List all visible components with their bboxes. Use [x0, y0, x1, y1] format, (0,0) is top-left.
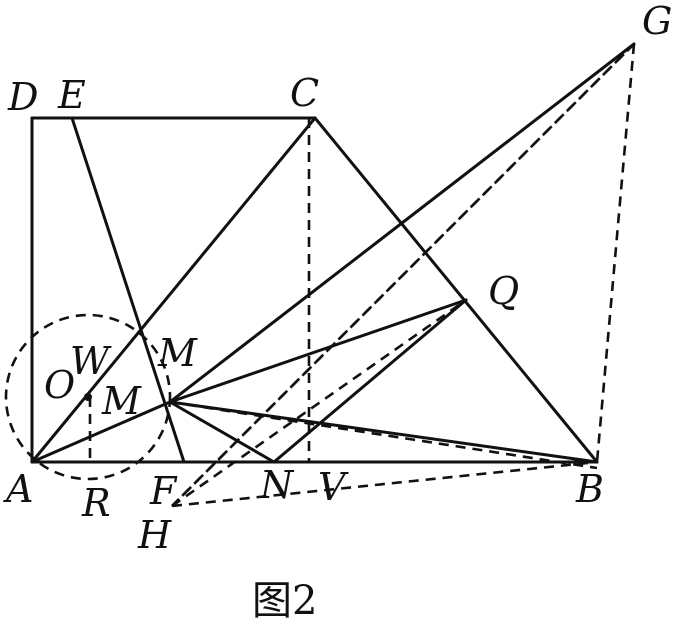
- segment-nq: [272, 298, 468, 464]
- label-r: R: [81, 481, 111, 525]
- label-f: F: [149, 469, 178, 513]
- segment-am: [30, 400, 172, 464]
- label-m-inner: M: [101, 379, 142, 423]
- label-a: A: [3, 467, 33, 511]
- segment-hq: [171, 298, 467, 508]
- segment-ac: [30, 116, 317, 464]
- segment-gb: [595, 43, 636, 463]
- segment-hb: [171, 460, 598, 508]
- segment-mn: [168, 400, 276, 464]
- point-labels: D E C G Q M W O M A R F N V B H: [3, 0, 672, 557]
- segment-cb: [313, 116, 599, 464]
- figure-caption: 图2: [252, 578, 317, 624]
- segment-mb-dash: [169, 400, 598, 470]
- dashed-lines: [88, 43, 636, 508]
- point-o: [84, 393, 92, 401]
- label-h: H: [137, 513, 172, 557]
- label-q: Q: [488, 269, 519, 313]
- label-v: V: [318, 465, 349, 509]
- label-e: E: [57, 73, 86, 117]
- label-w: W: [70, 339, 112, 383]
- label-o: O: [44, 363, 75, 407]
- circle-o: [4, 313, 172, 481]
- label-m-top: M: [157, 331, 198, 375]
- segment-mb: [168, 400, 599, 464]
- segment-hg-steep: [171, 43, 635, 507]
- segment-mq: [168, 298, 468, 404]
- label-g: G: [642, 0, 672, 43]
- label-n: N: [259, 463, 295, 507]
- label-b: B: [575, 467, 604, 511]
- label-d: D: [7, 75, 38, 119]
- segment-mg: [168, 42, 636, 404]
- label-c: C: [290, 71, 319, 115]
